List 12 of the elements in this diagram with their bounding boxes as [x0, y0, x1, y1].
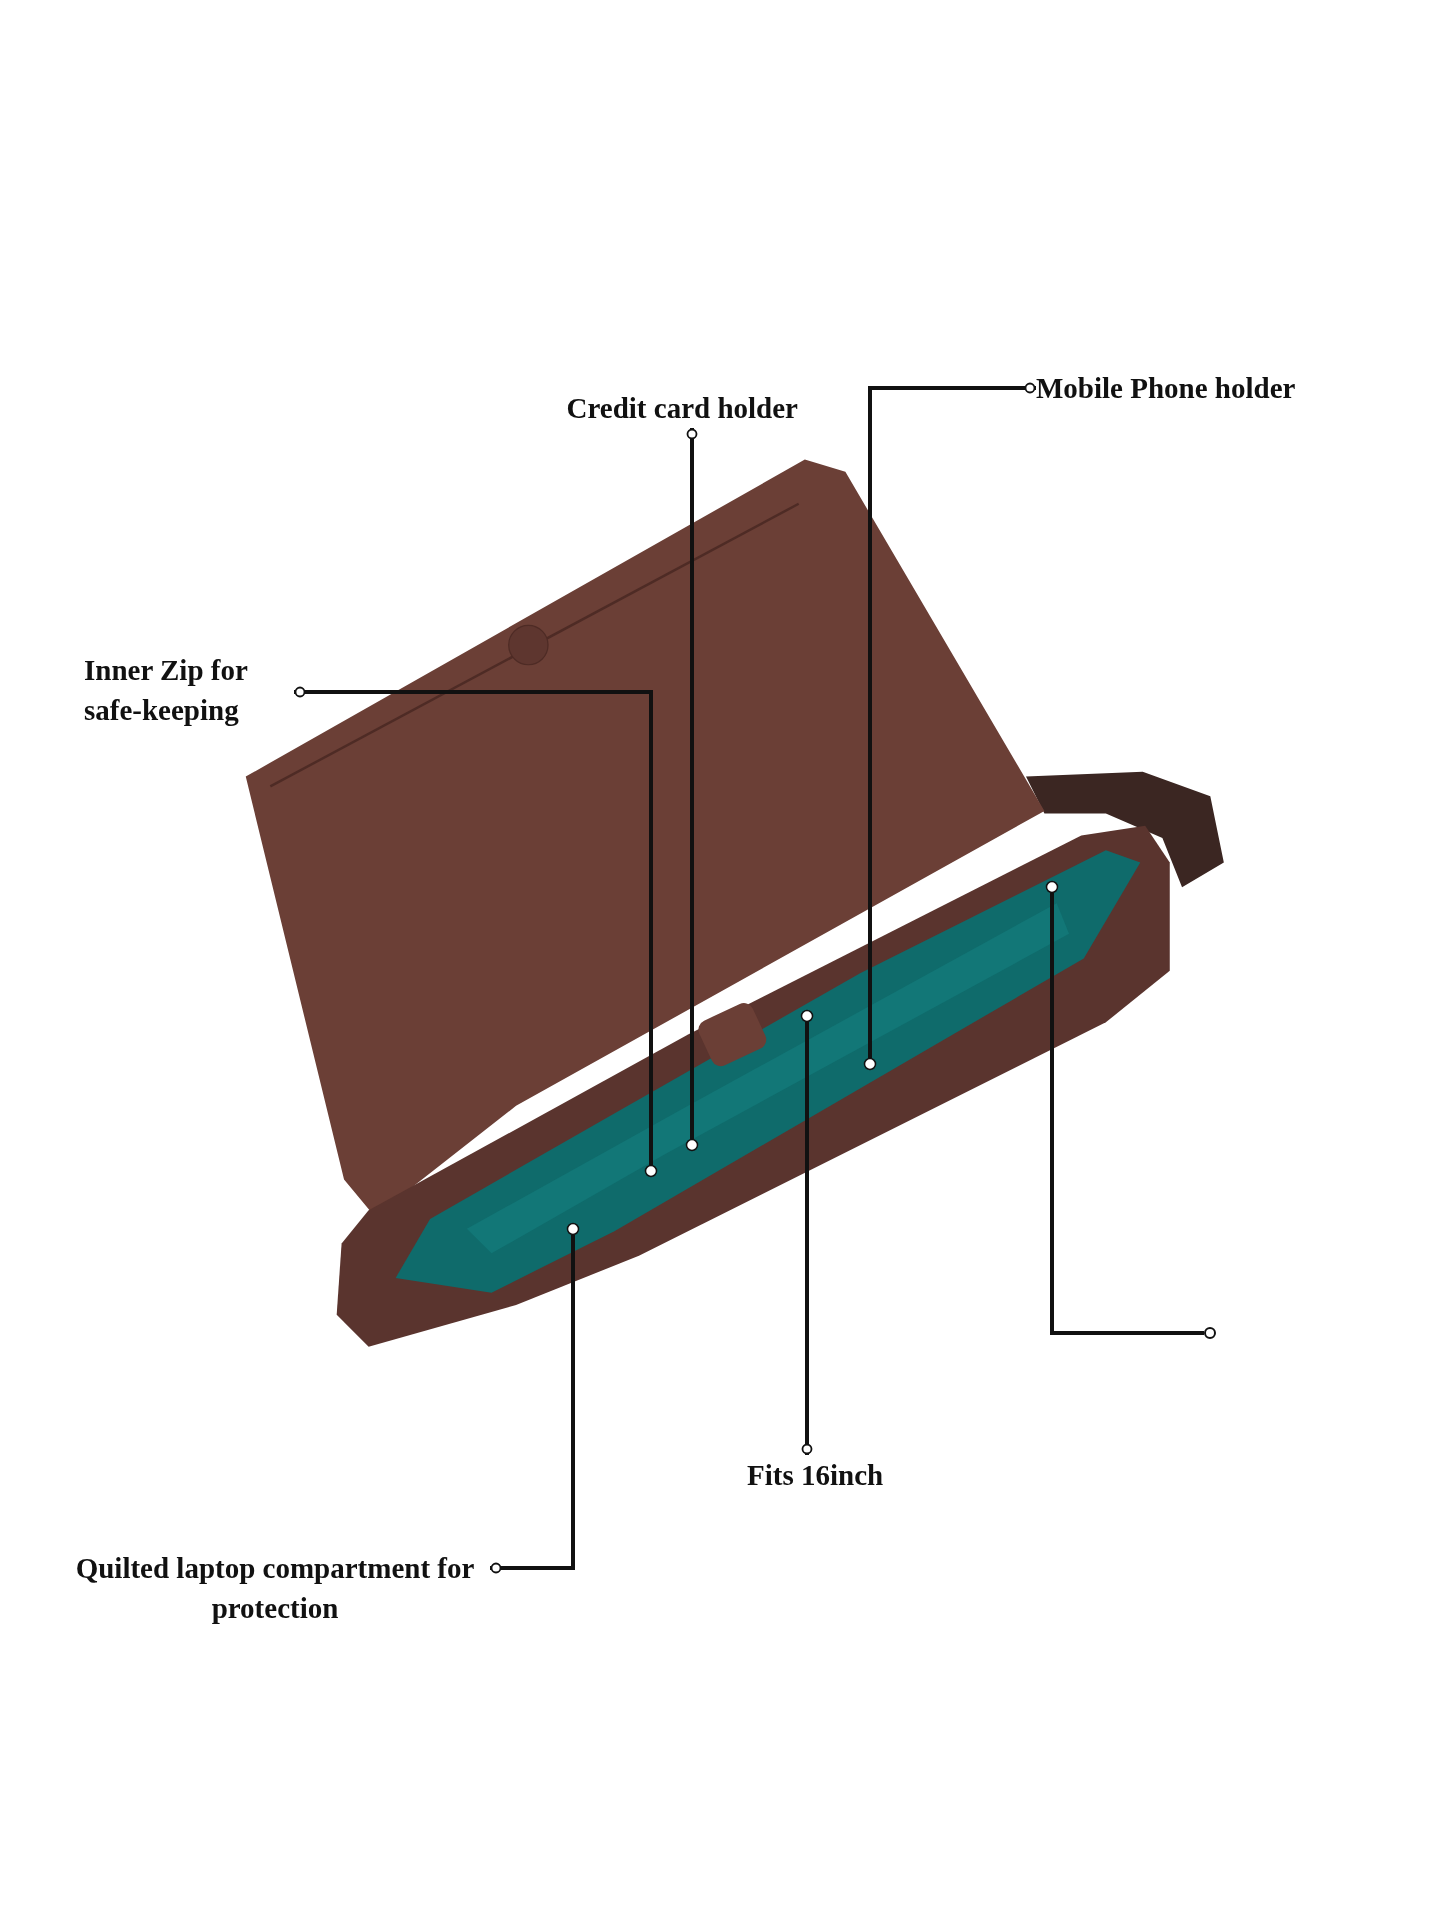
- callout-label: Mobile Phone holder: [1036, 368, 1296, 408]
- callout-label: Fits 16inch: [747, 1455, 884, 1495]
- leader-line: [685, 428, 699, 1152]
- callout-label: Quilted laptop compartment for protection: [60, 1548, 490, 1628]
- leader-line: [490, 1222, 580, 1574]
- callout-label: Inner Zip for safe-keeping: [84, 650, 294, 730]
- leader-line: [294, 686, 658, 1178]
- leader-line: [800, 1009, 814, 1455]
- leader-line: [1045, 880, 1204, 1335]
- callout-circle: [1204, 1327, 1216, 1339]
- leader-line: [863, 382, 1036, 1071]
- callout-label: Credit card holder: [566, 388, 798, 428]
